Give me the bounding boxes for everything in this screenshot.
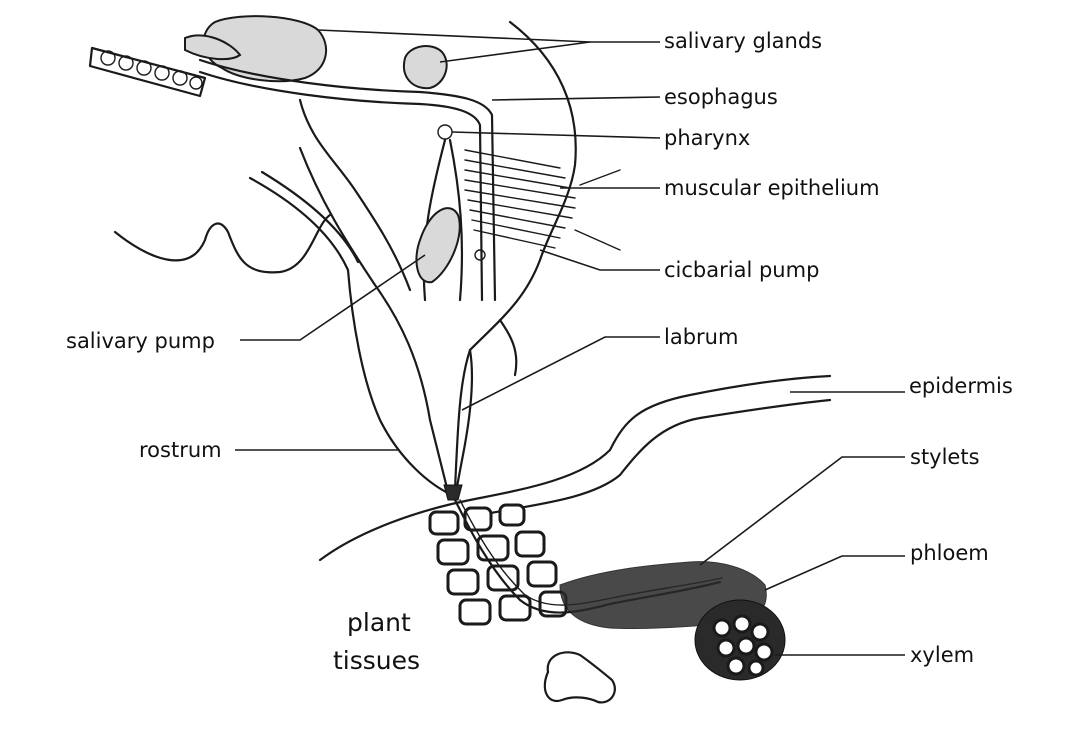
small-cell-outline (545, 652, 615, 702)
label-muscular-epithelium: muscular epithelium (664, 176, 880, 200)
label-epidermis: epidermis (909, 374, 1013, 398)
leader-lines (235, 30, 905, 655)
label-pharynx: pharynx (664, 126, 750, 150)
epidermis-layer (320, 376, 830, 560)
label-stylets: stylets (910, 445, 980, 469)
label-rostrum: rostrum (139, 438, 222, 462)
label-salivary-glands: salivary glands (664, 29, 822, 53)
label-tissues: tissues (333, 646, 420, 675)
label-xylem: xylem (910, 643, 974, 667)
label-phloem: phloem (910, 541, 989, 565)
label-labrum: labrum (664, 325, 738, 349)
muscle-fibers (465, 150, 620, 250)
xylem-cluster (695, 600, 785, 680)
leg-outline (115, 215, 330, 272)
cibarial-pump-valve (475, 250, 485, 260)
label-salivary-pump: salivary pump (66, 329, 215, 353)
salivary-pump-body (416, 208, 459, 282)
label-plant: plant (347, 608, 411, 637)
rostrum-sheath (250, 178, 452, 495)
salivary-gland-small (404, 46, 447, 88)
label-esophagus: esophagus (664, 85, 778, 109)
pharynx-valve (438, 125, 452, 139)
insect-head-drawing (90, 16, 620, 500)
gut-cells (90, 48, 205, 96)
label-cicbarial-pump: cicbarial pump (664, 258, 819, 282)
